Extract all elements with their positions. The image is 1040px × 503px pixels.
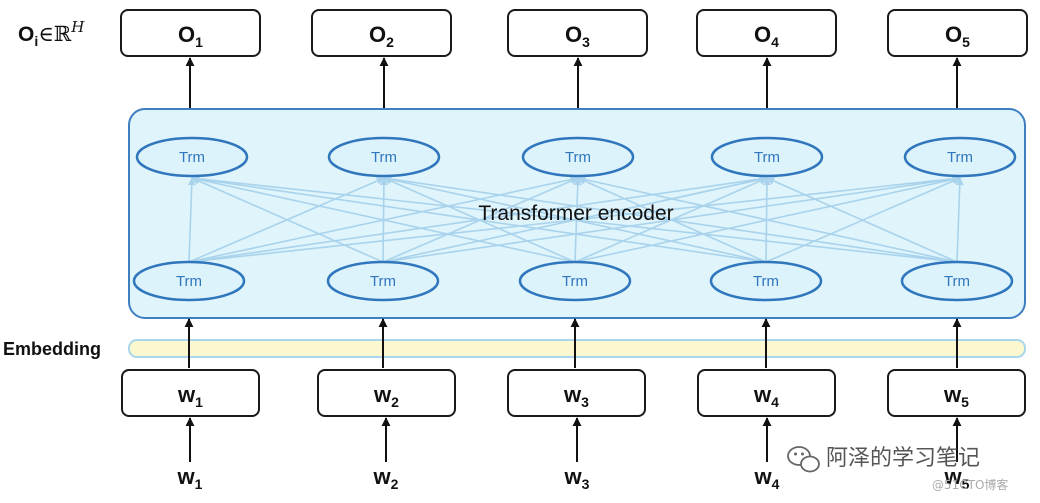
trm-bottom-1 <box>132 260 246 302</box>
watermark-text: 阿泽的学习笔记 <box>826 446 980 471</box>
token-box-label-2: w2 <box>373 382 399 410</box>
trm-bottom-label-4: Trm <box>753 273 779 290</box>
token-box-5 <box>887 369 1026 417</box>
trm-top-label-1: Trm <box>179 149 205 166</box>
watermark: 阿泽的学习笔记 @51CTO博客 <box>787 446 1008 492</box>
embedding-label: Embedding <box>3 339 101 359</box>
trm-top-label-2: Trm <box>371 149 397 166</box>
input-token-2: w2 <box>373 464 399 492</box>
trm-bottom-3 <box>518 260 632 302</box>
attention-edge <box>191 174 958 263</box>
token-box-label-5: w5 <box>943 382 969 410</box>
watermark-secondary: @51CTO博客 <box>932 477 1008 492</box>
trm-top-label-3: Trm <box>565 149 591 166</box>
encoder-title: Transformer encoder <box>478 202 673 225</box>
trm-top-label-4: Trm <box>754 149 780 166</box>
token-box-2 <box>317 369 456 417</box>
input-token-1: w1 <box>177 464 203 492</box>
wechat-icon <box>787 446 820 473</box>
token-box-4 <box>697 369 836 417</box>
trm-bottom-label-2: Trm <box>370 273 396 290</box>
trm-top-5 <box>903 136 1017 178</box>
attention-edge <box>577 175 958 263</box>
output-label-2: O2 <box>369 22 394 50</box>
trm-top-4 <box>710 136 824 178</box>
trm-top-2 <box>327 136 441 178</box>
output-box-3 <box>507 9 648 57</box>
attention-edge <box>187 177 196 263</box>
attention-edge <box>191 175 767 263</box>
token-box-1 <box>121 369 260 417</box>
output-box-2 <box>311 9 452 57</box>
token-box-label-4: w4 <box>753 382 779 410</box>
output-label-1: O1 <box>178 22 203 50</box>
token-box-3 <box>507 369 646 417</box>
token-box-label-3: w3 <box>563 382 589 410</box>
input-token-3: w3 <box>564 464 590 492</box>
trm-bottom-4 <box>709 260 823 302</box>
output-box-5 <box>887 9 1028 57</box>
trm-bottom-label-5: Trm <box>944 273 970 290</box>
input-token-4: w4 <box>754 464 780 492</box>
attention-edge <box>955 177 964 263</box>
attention-edge <box>191 175 576 263</box>
output-label-5: O5 <box>945 22 970 50</box>
output-box-1 <box>120 9 261 57</box>
trm-bottom-label-3: Trm <box>562 273 588 290</box>
trm-top-1 <box>135 136 249 178</box>
input-token-5: w5 <box>944 464 970 492</box>
embedding-layer-bar <box>128 339 1026 358</box>
attention-edge <box>766 177 958 263</box>
attention-connections <box>187 174 964 263</box>
output-label-3: O3 <box>565 22 590 50</box>
trm-bottom-label-1: Trm <box>176 273 202 290</box>
attention-edge <box>191 177 384 263</box>
output-box-4 <box>696 9 837 57</box>
trm-bottom-5 <box>900 260 1014 302</box>
trm-top-label-5: Trm <box>947 149 973 166</box>
trm-bottom-2 <box>326 260 440 302</box>
output-label-4: O4 <box>754 22 779 50</box>
output-label: Oi∈ℝH <box>18 18 85 49</box>
attention-edge <box>383 175 958 263</box>
token-box-label-1: w1 <box>177 382 203 410</box>
trm-top-3 <box>521 136 635 178</box>
